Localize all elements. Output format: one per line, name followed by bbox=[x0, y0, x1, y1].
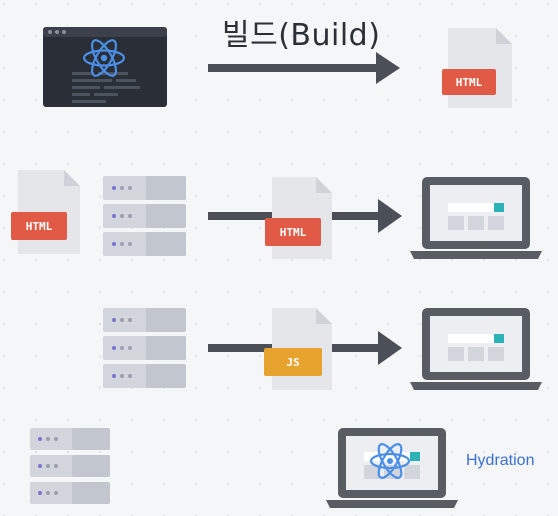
react-logo-icon bbox=[82, 39, 126, 77]
js-badge: JS bbox=[264, 348, 322, 376]
react-logo-icon bbox=[369, 443, 411, 479]
build-title: 빌드(Build) bbox=[222, 18, 381, 53]
html-badge: HTML bbox=[442, 69, 496, 95]
html-badge: HTML bbox=[11, 212, 67, 240]
hydration-label: Hydration bbox=[466, 452, 535, 469]
html-badge: HTML bbox=[265, 218, 321, 246]
